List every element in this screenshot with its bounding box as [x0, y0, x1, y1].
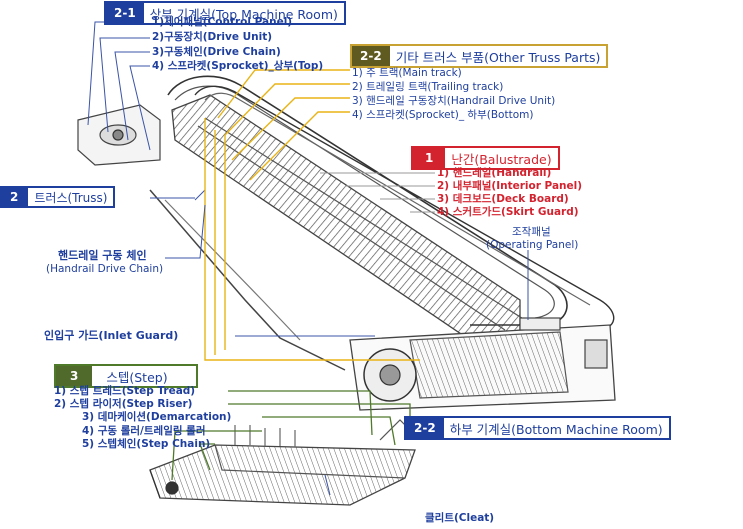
escalator-illustration	[77, 75, 616, 506]
balustrade-item-4: 4) 스커트가드(Skirt Guard)	[437, 206, 579, 218]
step-item-4: 4) 구동 롤러/트레일링 롤러	[82, 425, 206, 437]
header-title: 스텝(Step)	[106, 369, 168, 385]
top-room-item-1: 1)제어패널(Control Panel)	[152, 16, 293, 28]
header-title: 기타 트러스 부품(Other Truss Parts)	[395, 49, 601, 65]
header-number: 2-1	[106, 3, 144, 23]
other-truss-item-3: 3) 핸드레일 구동장치(Handrail Drive Unit)	[352, 95, 556, 107]
header-other-truss-parts: 2-2 기타 트러스 부품(Other Truss Parts)	[350, 44, 609, 68]
other-truss-item-2: 2) 트레일링 트랙(Trailing track)	[352, 81, 504, 93]
step-item-3: 3) 데마케이션(Demarcation)	[82, 411, 232, 423]
operating-panel-label-ko: 조작패널	[512, 226, 551, 238]
header-title: 하부 기계실(Bottom Machine Room)	[449, 421, 663, 437]
leaders-other-truss	[204, 69, 420, 361]
header-title: 트러스(Truss)	[28, 186, 116, 208]
top-room-item-3: 3)구동체인(Drive Chain)	[152, 46, 281, 58]
balustrade-item-1: 1) 핸드레일(Handrail)	[437, 167, 552, 179]
header-balustrade: 1 난간(Balustrade)	[411, 146, 560, 170]
other-truss-item-1: 1) 주 트랙(Main track)	[352, 67, 462, 79]
header-bottom-machine-room: 2-2 하부 기계실(Bottom Machine Room)	[404, 416, 671, 440]
inlet-guard-label: 인입구 가드(Inlet Guard)	[44, 329, 179, 342]
cleat-label: 클리트(Cleat)	[425, 512, 495, 524]
header-truss: 2 트러스(Truss)	[0, 186, 116, 208]
handrail-chain-label-ko: 핸드레일 구동 체인	[58, 249, 147, 262]
balustrade-item-2: 2) 내부패널(Interior Panel)	[437, 180, 583, 192]
header-number: 2-2	[352, 46, 390, 66]
header-number: 2-2	[406, 418, 444, 438]
header-step: 3 스텝(Step)	[54, 364, 198, 388]
operating-panel-label-en: (Operating Panel)	[486, 239, 579, 251]
handrail-chain-label-en: (Handrail Drive Chain)	[46, 263, 164, 275]
step-item-2: 2) 스텝 라이저(Step Riser)	[54, 398, 193, 410]
header-title: 상부 기계실(Top Machine Room)	[149, 6, 338, 22]
header-title: 난간(Balustrade)	[451, 151, 552, 167]
header-number: 3	[56, 366, 93, 386]
leaders-balustrade	[320, 172, 435, 213]
header-top-machine-room: 2-1 상부 기계실(Top Machine Room)	[104, 1, 346, 25]
top-room-item-2: 2)구동장치(Drive Unit)	[152, 31, 273, 43]
header-number: 2	[0, 186, 29, 208]
header-number: 1	[413, 148, 446, 168]
other-truss-item-4: 4) 스프라켓(Sprocket)_ 하부(Bottom)	[352, 109, 534, 121]
top-room-item-4: 4) 스프라켓(Sprocket)_상부(Top)	[152, 60, 324, 72]
step-item-1: 1) 스텝 트레드(Step Tread)	[54, 385, 196, 397]
step-item-5: 5) 스텝체인(Step Chain)	[82, 438, 211, 450]
leaders-misc	[150, 197, 529, 496]
balustrade-item-3: 3) 데크보드(Deck Board)	[437, 193, 569, 205]
